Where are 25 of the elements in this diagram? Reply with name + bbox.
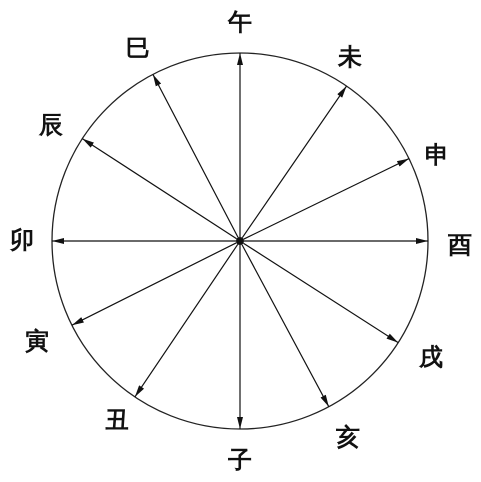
branch-label: 寅: [25, 329, 49, 353]
arrow: [244, 238, 428, 244]
center-dot: [236, 237, 244, 245]
branch-label: 午: [228, 10, 252, 34]
branch-label: 未: [338, 45, 362, 69]
arrow: [237, 53, 243, 237]
branch-label: 酉: [448, 233, 472, 257]
arrow: [237, 245, 243, 429]
arrow: [243, 158, 410, 240]
branch-label: 子: [228, 448, 252, 472]
arrow: [152, 74, 239, 238]
arrow: [52, 238, 236, 244]
branch-label: 丑: [105, 408, 129, 432]
branch-label: 辰: [39, 113, 63, 137]
arrow: [241, 244, 330, 407]
arrow: [242, 86, 347, 238]
arrow: [134, 244, 238, 398]
branch-label: 亥: [336, 425, 360, 449]
branch-label: 巳: [126, 36, 150, 60]
branch-label: 戌: [419, 345, 443, 369]
arrow: [82, 138, 237, 240]
branch-label: 申: [425, 143, 449, 167]
arrow: [72, 242, 237, 326]
arrow: [243, 242, 399, 344]
branch-label: 卯: [10, 228, 34, 252]
